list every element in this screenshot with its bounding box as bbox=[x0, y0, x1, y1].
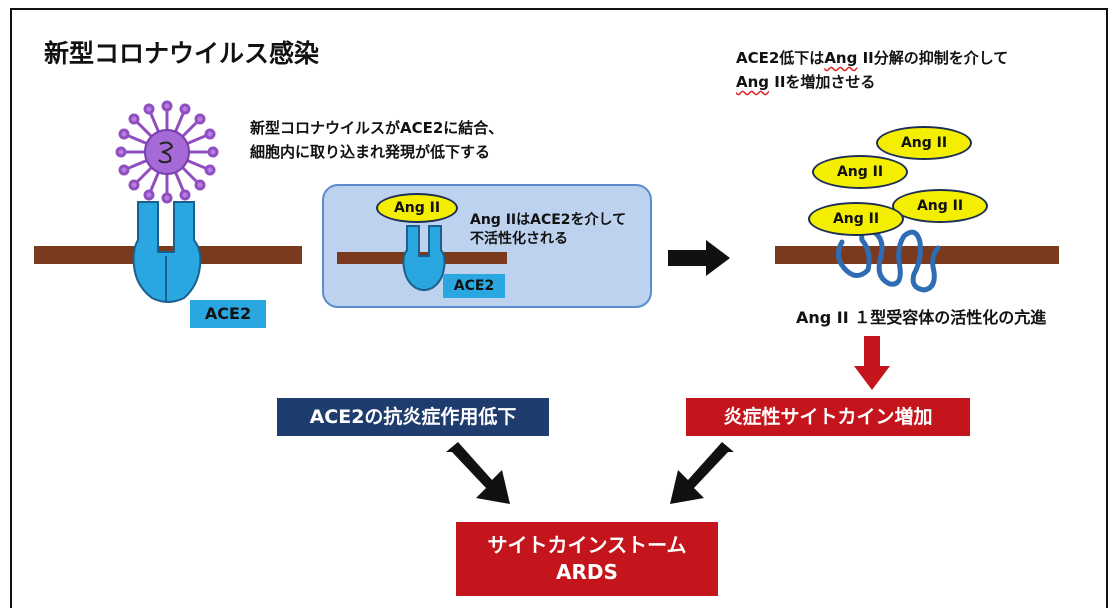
ang-ii-ellipse-inset: Ang II bbox=[376, 193, 458, 223]
inset-text-line1: Ang IIはACE2を介して bbox=[470, 212, 627, 228]
top-right-text-ang: Ang bbox=[824, 49, 858, 67]
ang-ii-ellipse-3: Ang II bbox=[892, 189, 988, 223]
binding-text-line2: 細胞内に取り込まれ発現が低下する bbox=[250, 143, 491, 161]
ards-text: ARDS bbox=[556, 560, 618, 584]
ace2-receptor-inset-icon bbox=[402, 225, 446, 291]
top-right-text-pre: ACE2低下は bbox=[736, 49, 825, 67]
ace2-label-inset: ACE2 bbox=[443, 274, 505, 298]
inset-text-line2: 不活性化される bbox=[470, 231, 568, 247]
slide-title: 新型コロナウイルス感染 bbox=[44, 39, 320, 68]
top-right-text-line2: Ang IIを増加させる bbox=[736, 72, 875, 92]
red-down-arrow-icon bbox=[854, 336, 890, 390]
right-arrow-icon bbox=[668, 240, 730, 276]
ace2-receptor-icon bbox=[132, 201, 202, 303]
anti-inflammatory-decrease-box: ACE2の抗炎症作用低下 bbox=[277, 398, 549, 436]
binding-text-line1: 新型コロナウイルスがACE2に結合、 bbox=[250, 119, 504, 137]
top-right-text-line1: ACE2低下はAng II分解の抑制を介して bbox=[736, 48, 1008, 68]
ang-ii-ellipse-4: Ang II bbox=[808, 202, 904, 236]
receptor-activation-text: Ang II １型受容体の活性化の亢進 bbox=[796, 308, 1047, 327]
top-right-text-post: II分解の抑制を介して bbox=[857, 49, 1009, 67]
ang-ii-ellipse-2: Ang II bbox=[812, 155, 908, 189]
ace2-label-left: ACE2 bbox=[190, 300, 266, 328]
arrow-down-right-icon bbox=[446, 442, 510, 504]
at1-receptor-icon bbox=[836, 227, 941, 293]
cytokine-storm-ards-box: サイトカインストーム ARDS bbox=[456, 522, 718, 596]
arrow-down-left-icon bbox=[670, 442, 734, 504]
top-right-text-line2-post: IIを増加させる bbox=[769, 73, 876, 91]
cytokine-storm-text: サイトカインストーム bbox=[487, 533, 687, 557]
cytokine-increase-box: 炎症性サイトカイン増加 bbox=[686, 398, 970, 436]
top-right-text-line2-ang: Ang bbox=[736, 73, 770, 91]
cell-membrane-right bbox=[775, 246, 1059, 264]
virus-icon bbox=[115, 100, 219, 204]
ang-ii-ellipse-1: Ang II bbox=[876, 126, 972, 160]
